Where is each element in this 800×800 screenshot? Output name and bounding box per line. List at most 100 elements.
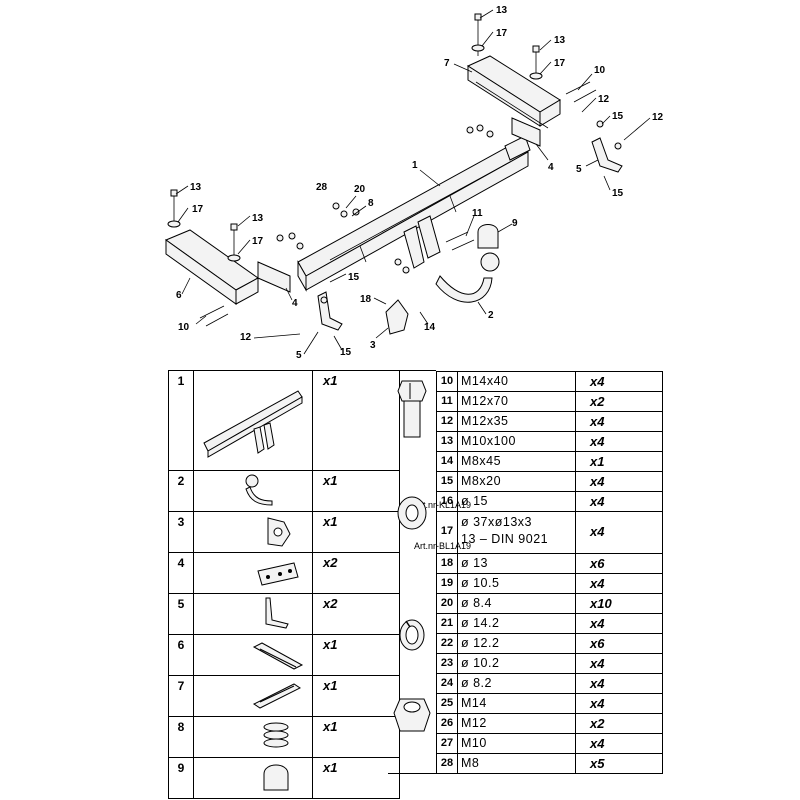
hardware-number: 23 [436, 653, 458, 674]
hardware-number: 24 [436, 673, 458, 694]
callout-13: 13 [554, 35, 566, 46]
part-number: 8 [168, 716, 194, 758]
part-quantity: x2 [312, 552, 400, 594]
hardware-spec-text: M14 [461, 696, 487, 710]
callout-12: 12 [598, 94, 610, 105]
hardware-spec-standard: 13 – DIN 9021 [461, 532, 549, 546]
callout-5: 5 [296, 350, 302, 361]
socket-plate-3 [385, 299, 409, 335]
hardware-spec: ø 13 [457, 553, 576, 574]
hardware-spec: M12x70 [457, 391, 576, 412]
hardware-spec-text: ø 8.4 [461, 596, 492, 610]
callout-5: 5 [576, 164, 582, 175]
hardware-spec: M10 [457, 733, 576, 754]
hardware-quantity: x4 [575, 613, 663, 634]
hardware-quantity: x4 [575, 471, 663, 492]
hardware-quantity: x4 [575, 411, 663, 432]
hardware-spec: M14x40 [457, 371, 576, 392]
part-image-socket-plate [193, 511, 313, 553]
callout-15: 15 [612, 111, 624, 122]
towball-2 [435, 275, 493, 303]
parts-row: 4 x2 [168, 552, 400, 594]
callout-labels: 13 17 13 17 7 10 12 15 12 4 5 15 1 28 20… [176, 5, 664, 361]
hardware-number: 13 [436, 431, 458, 452]
hardware-spec-text: ø 10.5 [461, 576, 500, 590]
callout-7: 7 [444, 58, 450, 69]
side-rail-6 [164, 229, 259, 305]
part-quantity: x1 [312, 370, 400, 471]
hardware-spec-text: ø 10.2 [461, 656, 500, 670]
hardware-number: 18 [436, 553, 458, 574]
hardware-quantity: x4 [575, 733, 663, 754]
part-image-bracket [193, 552, 313, 594]
callout-18: 18 [360, 294, 372, 305]
bracket-5-right [591, 137, 623, 173]
hardware-quantity: x4 [575, 673, 663, 694]
hardware-number: 26 [436, 713, 458, 734]
part-number: 6 [168, 634, 194, 676]
callout-4: 4 [292, 298, 298, 309]
hardware-spec-text: M8 [461, 756, 480, 770]
hardware-spec: ø 10.2 [457, 653, 576, 674]
hardware-number: 25 [436, 693, 458, 714]
callout-14: 14 [424, 322, 436, 333]
part-number: 7 [168, 675, 194, 717]
hardware-quantity: x2 [575, 391, 663, 412]
callout-15: 15 [340, 347, 352, 358]
hardware-spec-text: ø 13 [461, 556, 489, 570]
hardware-number: 28 [436, 753, 458, 774]
hardware-spec-text: ø 8.2 [461, 676, 492, 690]
flat-washer-icon [397, 496, 427, 530]
hardware-spec-text: M14x40 [461, 374, 509, 388]
bracket-4-right [511, 117, 541, 147]
crossbar-part-1 [297, 135, 531, 292]
callout-17: 17 [554, 58, 566, 69]
hardware-number: 14 [436, 451, 458, 472]
hardware-number: 20 [436, 593, 458, 614]
bolts [167, 13, 622, 327]
part-image-crossbar [193, 370, 313, 471]
part-image-towball [193, 470, 313, 512]
ball-cap-9 [477, 224, 499, 249]
hardware-spec: M14 [457, 693, 576, 714]
hardware-quantity: x6 [575, 633, 663, 654]
hardware-spec: M12x35 [457, 411, 576, 432]
callout-2: 2 [488, 310, 494, 321]
hardware-quantity: x5 [575, 753, 663, 774]
callout-10: 10 [594, 65, 606, 76]
callout-28: 28 [316, 182, 328, 193]
hardware-spec-text: ø 14.2 [461, 616, 500, 630]
hardware-spec-text: ø 15 [461, 494, 489, 508]
hardware-number: 19 [436, 573, 458, 594]
callout-13: 13 [252, 213, 264, 224]
hardware-spec: M8x20 [457, 471, 576, 492]
bolt-icon [397, 380, 427, 438]
hardware-quantity: x2 [575, 713, 663, 734]
hardware-number: 16 [436, 491, 458, 512]
neck-bracket [403, 215, 441, 269]
hardware-number: 11 [436, 391, 458, 412]
hardware-quantity: x4 [575, 653, 663, 674]
part-number: 9 [168, 757, 194, 799]
callout-17: 17 [252, 236, 264, 247]
part-number: 5 [168, 593, 194, 635]
hardware-spec: ø 8.2 [457, 673, 576, 694]
callout-leaders [175, 9, 651, 355]
parts-row: 9 x1 [168, 757, 400, 799]
callout-17: 17 [192, 204, 204, 215]
hardware-number: 21 [436, 613, 458, 634]
part-image-side-rail-6 [193, 634, 313, 676]
parts-row: 1 x1 [168, 370, 400, 471]
part-quantity: x1 [312, 716, 400, 758]
callout-4: 4 [548, 162, 554, 173]
